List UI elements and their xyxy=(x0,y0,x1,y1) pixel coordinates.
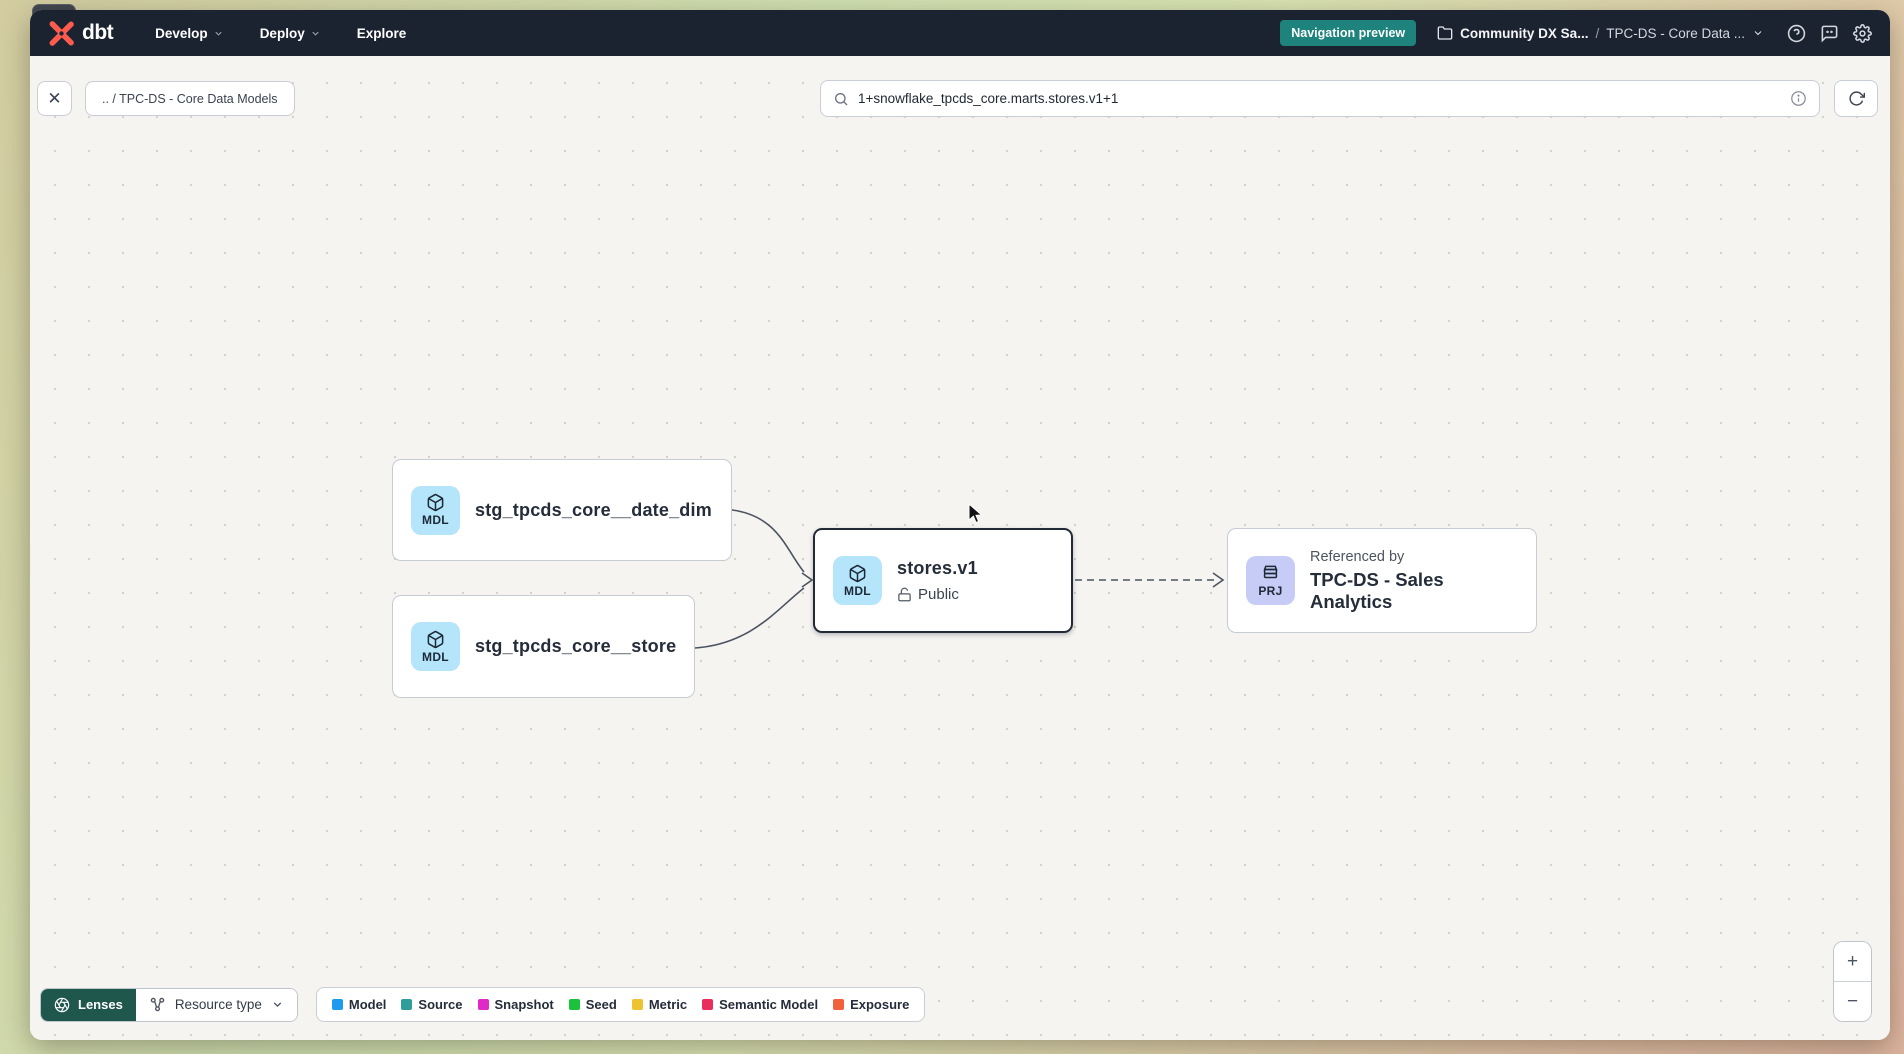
lenses-button[interactable]: Lenses xyxy=(41,988,136,1021)
dbt-logo[interactable]: dbt xyxy=(48,20,114,47)
navbar-right: Navigation preview Community DX Sa... / … xyxy=(1280,20,1873,46)
menu-deploy[interactable]: Deploy xyxy=(260,26,321,41)
lenses-label: Lenses xyxy=(78,997,123,1012)
legend-swatch xyxy=(401,999,413,1010)
dbt-logo-mark xyxy=(49,20,74,46)
project-name[interactable]: TPC-DS - Core Data ... xyxy=(1606,25,1745,41)
legend-item-semantic-model: Semantic Model xyxy=(702,997,818,1012)
info-icon[interactable] xyxy=(1790,90,1807,107)
resource-type-icon xyxy=(150,997,165,1012)
legend-item-snapshot: Snapshot xyxy=(477,997,554,1012)
zoom-in-button[interactable]: + xyxy=(1834,942,1871,981)
chevron-down-icon xyxy=(215,31,222,36)
node-label: stores.v1 xyxy=(897,558,978,578)
menu-explore[interactable]: Explore xyxy=(356,25,407,41)
model-badge: MDL xyxy=(833,556,882,605)
app-window: dbt Develop Deploy Explore Navigation pr… xyxy=(30,10,1890,1040)
legend-swatch xyxy=(702,999,714,1010)
lens-group: Lenses Resource type xyxy=(40,987,298,1022)
zoom-out-button[interactable]: − xyxy=(1834,982,1871,1021)
legend-item-model: Model xyxy=(331,997,386,1012)
help-icon[interactable] xyxy=(1787,24,1806,43)
lineage-breadcrumb-chip[interactable]: .. / TPC-DS - Core Data Models xyxy=(85,81,295,116)
badge-label: MDL xyxy=(422,649,449,664)
navigation-preview-badge[interactable]: Navigation preview xyxy=(1280,20,1417,46)
resource-type-dropdown[interactable]: Resource type xyxy=(135,988,297,1021)
referenced-by-label: Referenced by xyxy=(1310,548,1405,565)
footer-controls: Lenses Resource type Model S xyxy=(40,987,926,1022)
close-lineage-button[interactable]: ✕ xyxy=(37,81,72,116)
unlock-icon xyxy=(898,587,911,602)
node-label: TPC-DS - Sales Analytics xyxy=(1310,568,1444,612)
lens-aperture-icon xyxy=(54,997,70,1012)
search-icon xyxy=(835,92,848,105)
badge-label: MDL xyxy=(422,513,449,527)
cube-icon xyxy=(427,630,444,648)
node-stg-tpcds-core-date-dim[interactable]: MDL stg_tpcds_core__date_dim xyxy=(392,459,732,561)
legend-swatch xyxy=(568,999,580,1010)
mouse-cursor xyxy=(968,503,983,524)
node-stores-v1[interactable]: MDL stores.v1 Public xyxy=(813,528,1073,633)
legend-swatch xyxy=(331,999,343,1010)
model-badge: MDL xyxy=(411,485,460,535)
zoom-controls: + − xyxy=(1833,941,1872,1022)
node-referenced-by-sales-analytics[interactable]: PRJ Referenced by TPC-DS - Sales Analyti… xyxy=(1227,528,1537,633)
legend-item-exposure: Exposure xyxy=(833,997,909,1012)
dbt-logo-text: dbt xyxy=(82,21,114,44)
resource-type-legend: Model Source Snapshot Seed xyxy=(315,987,926,1022)
access-label: Public xyxy=(918,586,959,603)
badge-label: PRJ xyxy=(1258,583,1283,598)
cube-icon xyxy=(427,493,444,512)
node-label: stg_tpcds_core__date_dim xyxy=(475,499,712,520)
breadcrumb-separator: / xyxy=(1595,25,1600,41)
legend-item-source: Source xyxy=(401,997,463,1012)
access-row: Public xyxy=(897,586,978,603)
chevron-down-icon xyxy=(312,31,319,36)
main-menu: Develop Deploy Explore xyxy=(155,26,406,41)
archive-stack-icon xyxy=(1263,565,1278,578)
legend-item-metric: Metric xyxy=(631,997,687,1012)
resource-type-label: Resource type xyxy=(174,997,262,1012)
legend-item-seed: Seed xyxy=(568,997,617,1012)
node-label: stg_tpcds_core__store xyxy=(475,636,677,656)
chevron-down-icon xyxy=(273,1002,282,1008)
project-badge: PRJ xyxy=(1246,556,1295,605)
folder-icon xyxy=(1437,26,1453,40)
cube-icon xyxy=(849,564,866,582)
node-stg-tpcds-core-store[interactable]: MDL stg_tpcds_core__store xyxy=(392,595,695,698)
legend-swatch xyxy=(833,999,845,1010)
navbar-icons xyxy=(1787,23,1873,43)
model-badge: MDL xyxy=(411,622,460,671)
legend-swatch xyxy=(477,999,489,1010)
lineage-canvas[interactable]: ✕ .. / TPC-DS - Core Data Models MDL stg… xyxy=(30,56,1890,1040)
lineage-search-bar xyxy=(820,80,1820,117)
account-breadcrumb[interactable]: Community DX Sa... / TPC-DS - Core Data … xyxy=(1437,25,1764,41)
badge-label: MDL xyxy=(844,583,871,598)
legend-swatch xyxy=(631,999,643,1010)
top-navbar: dbt Develop Deploy Explore Navigation pr… xyxy=(30,10,1890,56)
refresh-icon xyxy=(1848,91,1865,106)
refresh-lineage-button[interactable] xyxy=(1834,80,1878,117)
feedback-icon[interactable] xyxy=(1820,24,1839,43)
lineage-selector-input[interactable] xyxy=(858,91,1781,106)
account-name[interactable]: Community DX Sa... xyxy=(1460,25,1589,41)
divider xyxy=(1834,981,1871,982)
menu-develop[interactable]: Develop xyxy=(155,26,224,41)
settings-gear-icon[interactable] xyxy=(1852,23,1873,43)
chevron-down-icon xyxy=(1754,31,1762,36)
